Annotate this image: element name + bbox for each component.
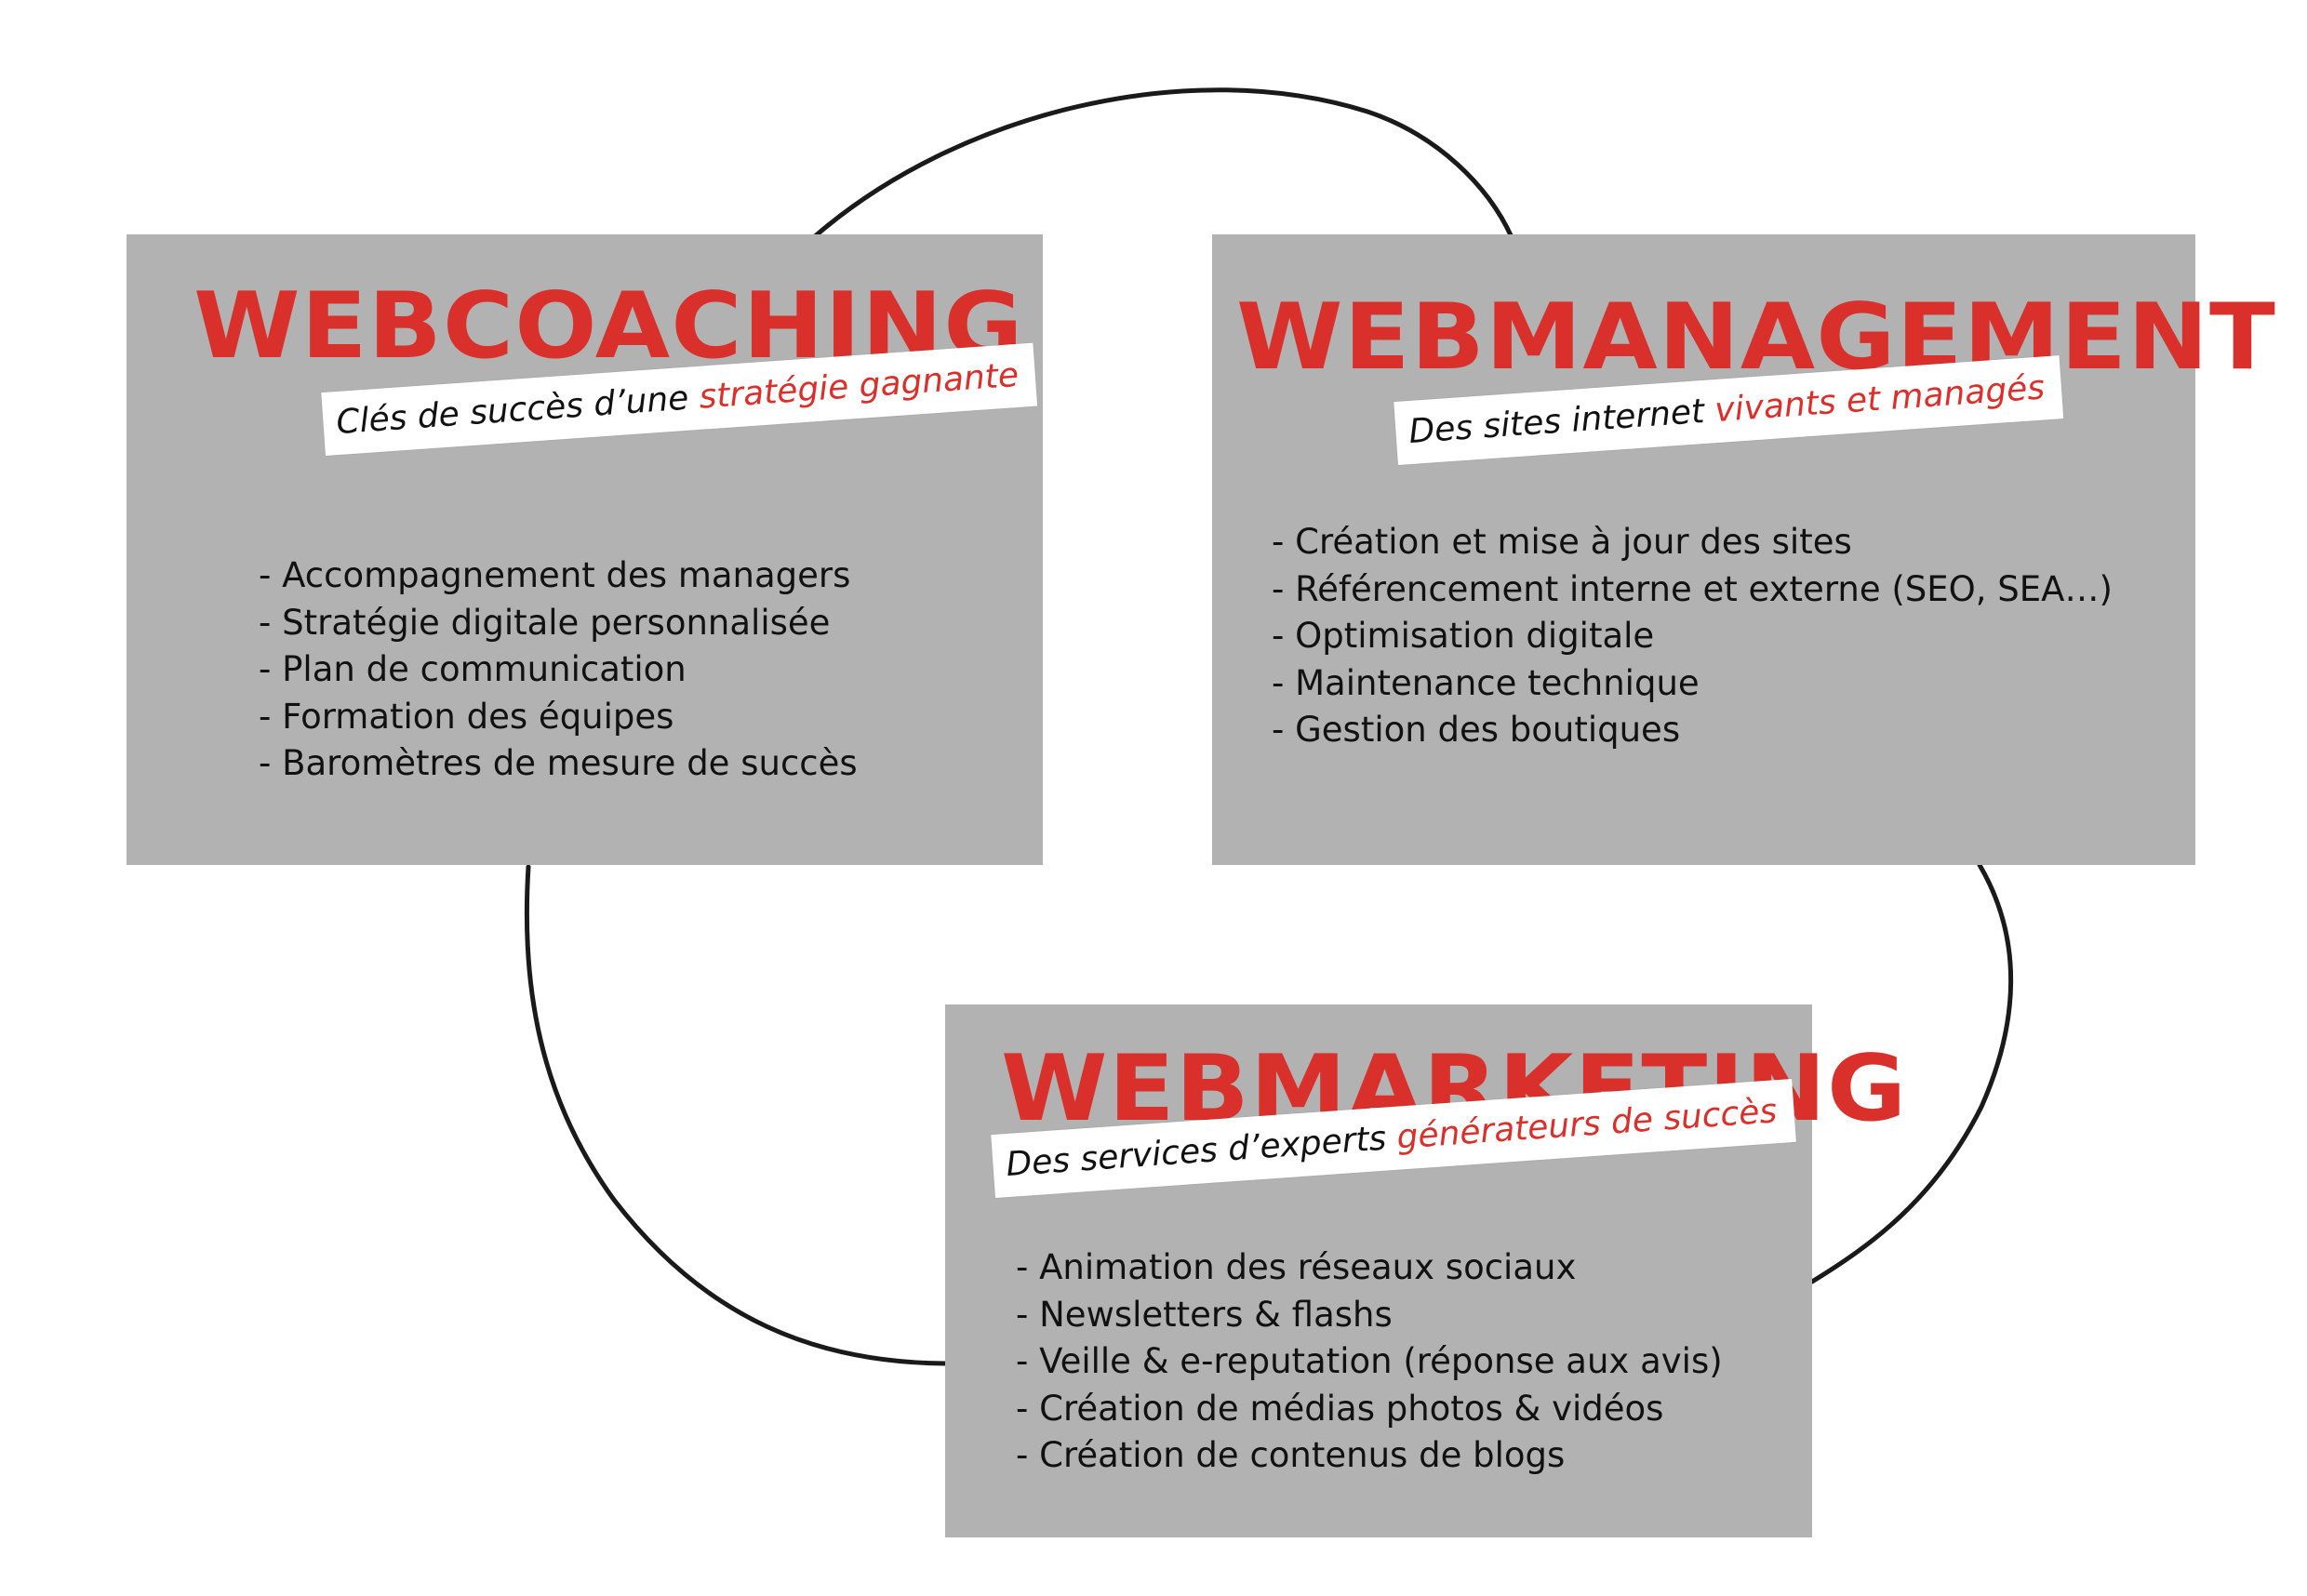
webmarketing-tagline-accent: générateurs de succès [1395, 1092, 1779, 1157]
list-item: Plan de communication [259, 646, 858, 694]
webmanagement-tagline-accent: vivants et managés [1714, 368, 2047, 431]
list-item: Baromètres de mesure de succès [259, 740, 858, 788]
webmarketing-list: Animation des réseaux sociaux Newsletter… [1016, 1244, 1723, 1480]
list-item: Gestion des boutiques [1272, 707, 2113, 754]
webcoaching-tagline-text: Clés de succès d’une [335, 378, 701, 443]
list-item: Optimisation digitale [1272, 613, 2113, 660]
list-item: Accompagnement des managers [259, 552, 858, 600]
webmanagement-title: WEBMANAGEMENT [1236, 285, 2276, 391]
loop-arc-top [811, 87, 1514, 240]
list-item: Newsletters & flashs [1016, 1292, 1723, 1339]
loop-arc-right [1809, 862, 2014, 1284]
list-item: Maintenance technique [1272, 660, 2113, 708]
list-item: Création de médias photos & vidéos [1016, 1386, 1723, 1433]
webmanagement-list: Création et mise à jour des sites Référe… [1272, 519, 2113, 754]
loop-arc-left [524, 864, 948, 1366]
webmanagement-card: WEBMANAGEMENT Des sites internet vivants… [1212, 234, 2275, 865]
webmanagement-tagline-text: Des sites internet [1407, 392, 1716, 452]
list-item: Référencement interne et externe (SEO, S… [1272, 566, 2113, 614]
list-item: Création de contenus de blogs [1016, 1432, 1723, 1480]
list-item: Veille & e-reputation (réponse aux avis) [1016, 1338, 1723, 1386]
webmarketing-card: WEBMARKETING Des services d’experts géné… [945, 1004, 1906, 1537]
webcoaching-card: WEBCOACHING Clés de succès d’une stratég… [127, 234, 1043, 865]
list-item: Création et mise à jour des sites [1272, 519, 2113, 566]
list-item: Formation des équipes [259, 694, 858, 741]
list-item: Animation des réseaux sociaux [1016, 1244, 1723, 1292]
list-item: Stratégie digitale personnalisée [259, 600, 858, 647]
webcoaching-tagline-accent: stratégie gagnante [698, 355, 1020, 417]
webcoaching-list: Accompagnement des managers Stratégie di… [259, 552, 858, 788]
